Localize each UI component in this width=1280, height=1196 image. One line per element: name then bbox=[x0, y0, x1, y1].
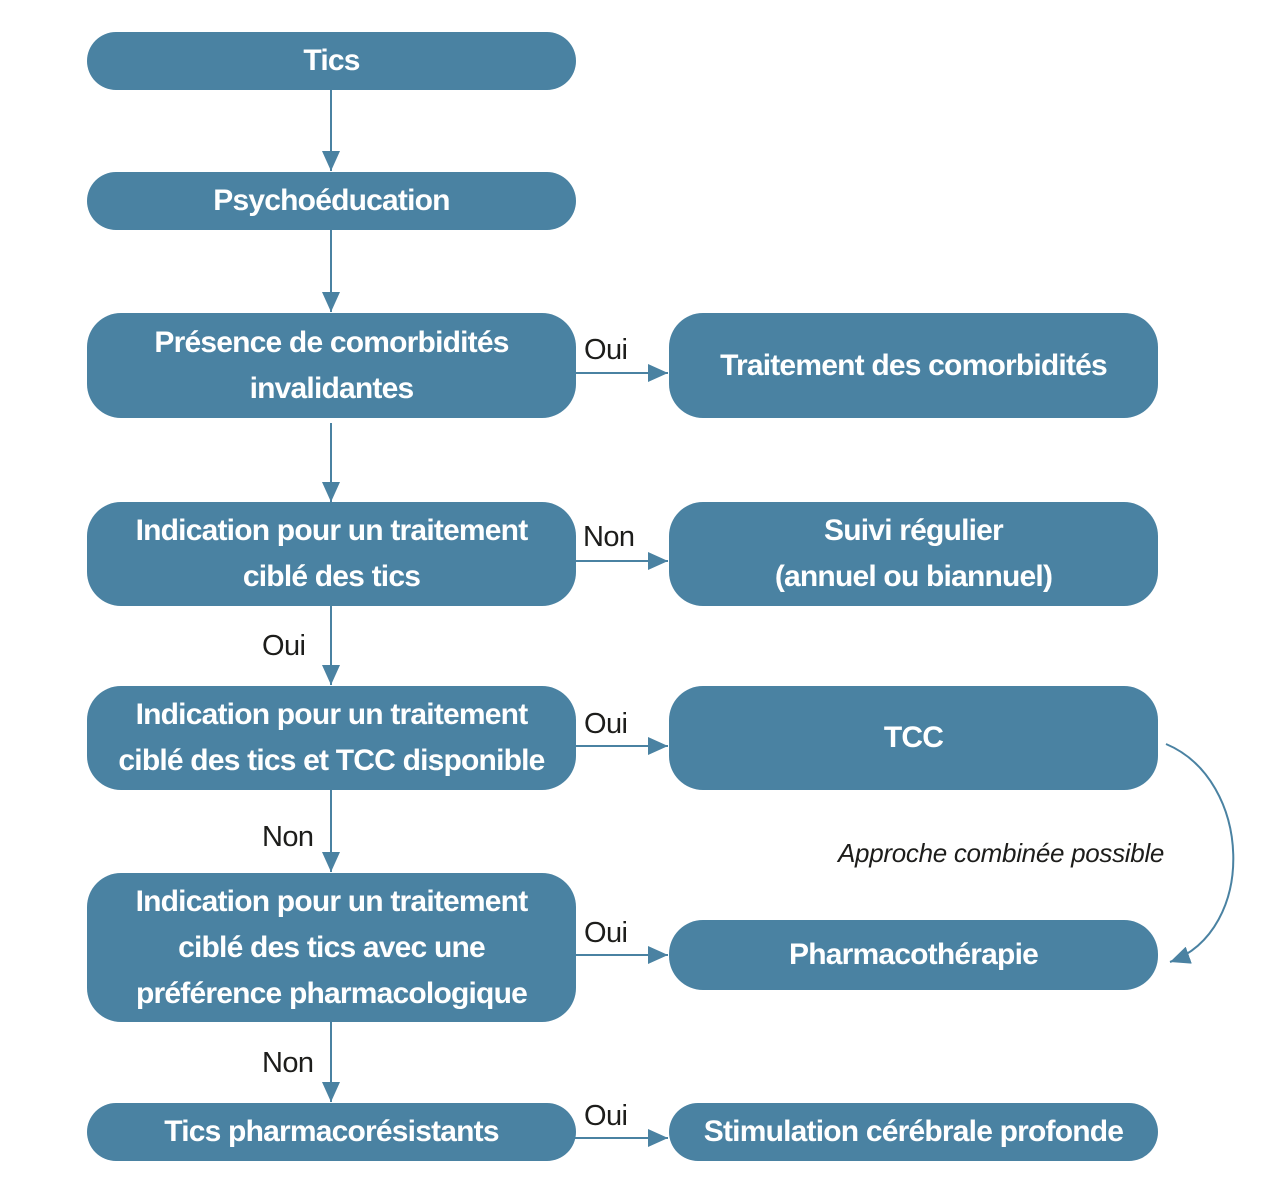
node-traitement-comorbidites: Traitement des comorbidités bbox=[669, 313, 1158, 418]
node-stimulation: Stimulation cérébrale profonde bbox=[669, 1103, 1158, 1161]
edge-label-pharmaco-oui: Oui bbox=[584, 917, 628, 949]
arrow-tcc-to-pharmacotherapie-curved bbox=[1165, 743, 1235, 964]
node-comorbidites: Présence de comorbidités invalidantes bbox=[87, 313, 576, 418]
edge-label-comorbidites-oui: Oui bbox=[584, 334, 628, 366]
edge-label-tcc-oui: Oui bbox=[584, 708, 628, 740]
edge-label-indication-oui: Oui bbox=[262, 630, 306, 662]
node-pharmacotherapie: Pharmacothérapie bbox=[669, 920, 1158, 990]
node-pharmacotherapie-label: Pharmacothérapie bbox=[789, 938, 1039, 971]
node-comorbidites-label: Présence de comorbidités invalidantes bbox=[154, 325, 509, 405]
edge-label-indication-non: Non bbox=[583, 521, 635, 553]
node-traitement-comorbidites-label: Traitement des comorbidités bbox=[720, 348, 1108, 382]
node-stimulation-label: Stimulation cérébrale profonde bbox=[703, 1115, 1124, 1148]
node-tics-label: Tics bbox=[303, 44, 360, 77]
node-pharmacoresistants-label: Tics pharmacorésistants bbox=[164, 1115, 499, 1148]
node-indication-tcc-label: Indication pour un traitement ciblé des … bbox=[118, 698, 545, 777]
node-tics: Tics bbox=[87, 32, 576, 90]
node-tcc: TCC bbox=[669, 686, 1158, 790]
node-indication-tcc: Indication pour un traitement ciblé des … bbox=[87, 686, 576, 790]
node-pharmacoresistants: Tics pharmacorésistants bbox=[87, 1103, 576, 1161]
annotation-approche-combinee: Approche combinée possible bbox=[838, 838, 1165, 868]
node-indication-cible-label: Indication pour un traitement ciblé des … bbox=[135, 514, 529, 593]
node-indication-pharmaco: Indication pour un traitement ciblé des … bbox=[87, 873, 576, 1022]
node-suivi-regulier: Suivi régulier (annuel ou biannuel) bbox=[669, 502, 1158, 606]
node-suivi-regulier-label: Suivi régulier (annuel ou biannuel) bbox=[774, 514, 1053, 593]
edge-label-resistants-oui: Oui bbox=[584, 1100, 628, 1132]
node-psychoeducation-label: Psychoéducation bbox=[213, 184, 450, 217]
node-indication-pharmaco-label: Indication pour un traitement ciblé des … bbox=[135, 884, 529, 1010]
node-tcc-label: TCC bbox=[883, 721, 944, 754]
edge-label-tcc-non: Non bbox=[262, 821, 314, 853]
node-indication-cible: Indication pour un traitement ciblé des … bbox=[87, 502, 576, 606]
node-psychoeducation: Psychoéducation bbox=[87, 172, 576, 230]
edge-label-pharmaco-non: Non bbox=[262, 1047, 314, 1079]
